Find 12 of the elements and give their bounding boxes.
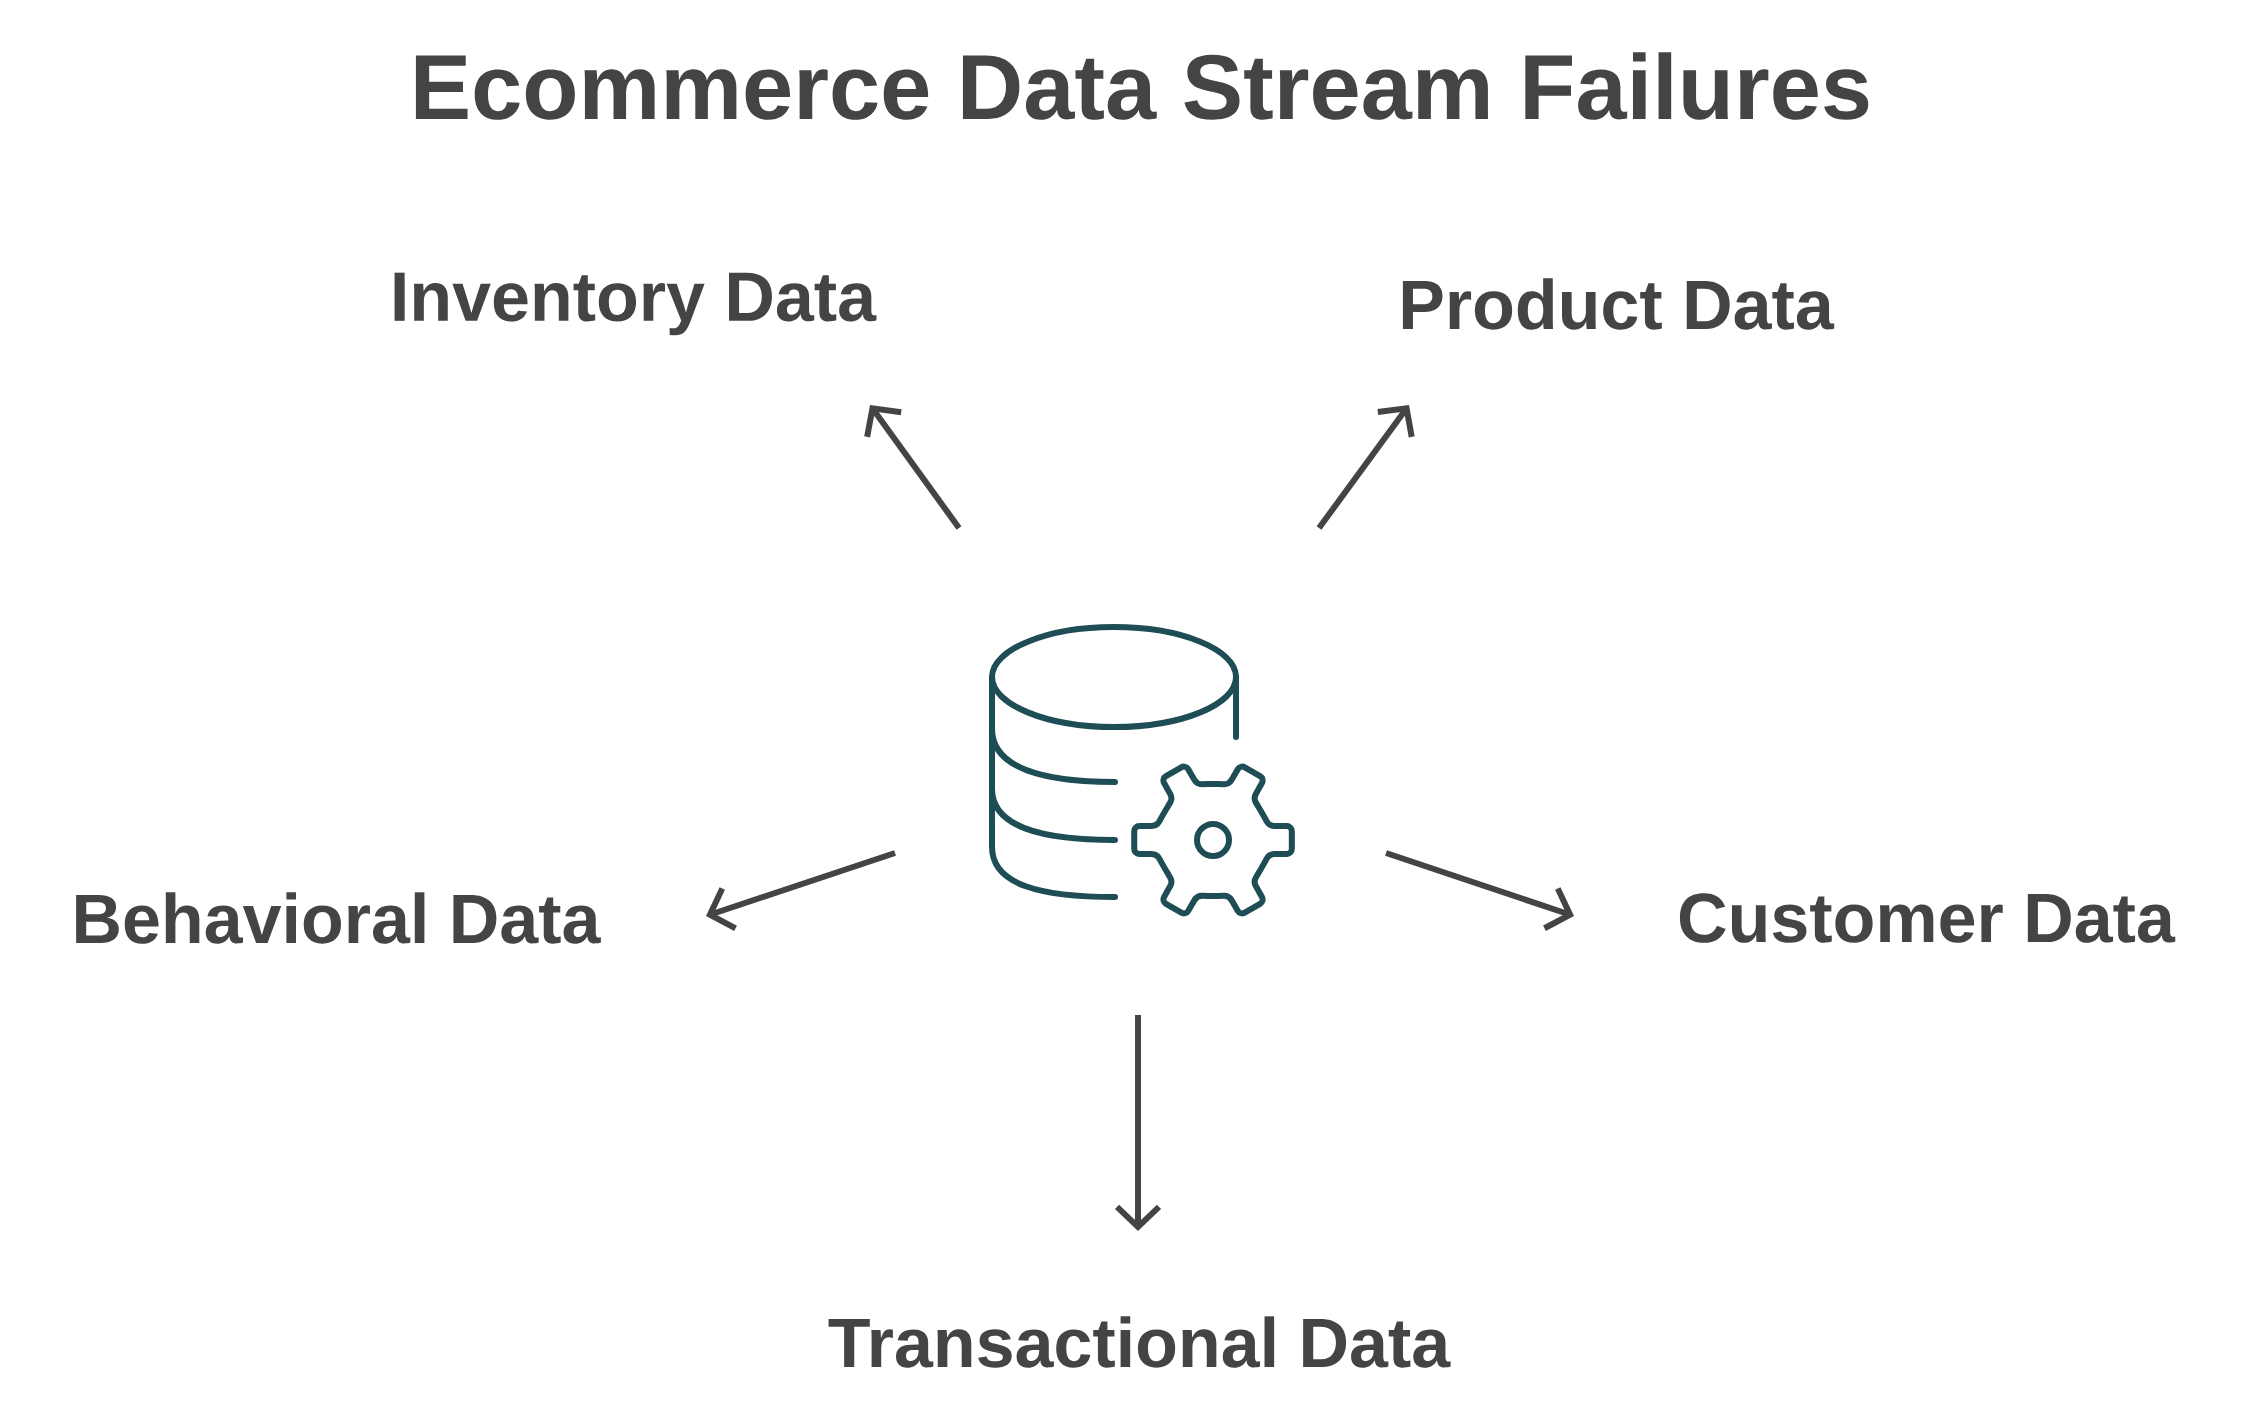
title: Ecommerce Data Stream Failures [415, 52, 1869, 120]
arrow [1316, 405, 1415, 530]
node-label: Behavioral Data [76, 892, 601, 944]
node-label: Product Data [1402, 278, 1835, 330]
database-gear-icon [989, 624, 1295, 917]
node-label: Inventory Data [394, 272, 877, 336]
node-label: Customer Data [1679, 893, 2176, 943]
arrow [864, 405, 962, 530]
arrow [1385, 850, 1574, 931]
arrow [1114, 1015, 1162, 1231]
arrow [706, 850, 896, 931]
node-label: Transactional Data [828, 1316, 1451, 1368]
